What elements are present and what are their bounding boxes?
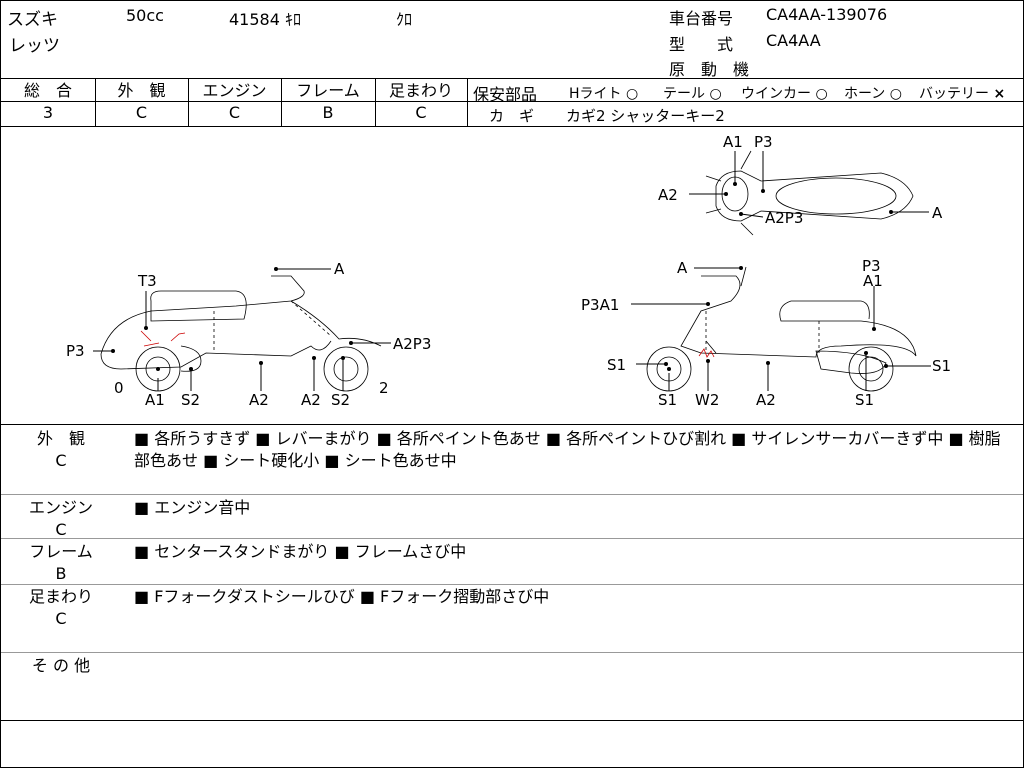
grade-frame-value: B: [322, 103, 334, 122]
diagram-label: P3A1: [581, 296, 619, 314]
scooter-top-view: [705, 150, 914, 236]
mileage: 41584 ｷﾛ: [229, 10, 301, 29]
section-suspension-title: 足まわり: [28, 587, 93, 606]
diagram-label: S1: [855, 391, 874, 409]
diagram-label: S1: [607, 356, 626, 374]
diagram-label: S1: [932, 357, 951, 375]
diagram-label: S1: [658, 391, 677, 409]
section-exterior-grade: C: [55, 451, 67, 470]
damage-diagram: A T3 P3 A2P3 0 A1 S2 A2 A2 S2 2 A1 P3 A2…: [66, 133, 951, 409]
diagram-label: S2: [181, 391, 200, 409]
diagram-label: S2: [331, 391, 350, 409]
scooter-left-side: [100, 275, 382, 392]
diagram-label: P3: [66, 342, 85, 360]
safety-item-tail: テール ○: [663, 86, 722, 102]
section-frame-title: フレーム: [29, 542, 93, 561]
diagram-label: A: [334, 260, 345, 278]
grade-engine-value: C: [228, 103, 241, 122]
grade-engine-label: エンジン: [202, 81, 267, 100]
frame-no: CA4AA-139076: [766, 5, 888, 24]
grade-exterior-value: C: [135, 103, 148, 122]
section-suspension-grade: C: [55, 609, 67, 628]
type-value: CA4AA: [766, 31, 821, 50]
section-engine-title: エンジン: [28, 498, 93, 517]
diagram-label: A: [677, 259, 688, 277]
diagram-label: P3: [862, 257, 881, 275]
section-engine-grade: C: [55, 520, 67, 539]
diagram-label: 0: [114, 379, 124, 397]
diagram-label: A1: [145, 391, 165, 409]
key-label: カ ギ: [489, 107, 535, 125]
section-frame-text: ■ センタースタンドまがり ■ フレームさび中: [134, 542, 467, 561]
diagram-label: A2: [756, 391, 776, 409]
diagram-label: A2: [249, 391, 269, 409]
safety-item-horn: ホーン ○: [844, 86, 902, 102]
color: ｸﾛ: [396, 10, 413, 29]
diagram-label: A: [932, 204, 943, 222]
diagram-label: T3: [137, 272, 157, 290]
scooter-right-side: [646, 266, 917, 392]
grade-frame-label: フレーム: [296, 81, 360, 100]
frame-no-label: 車台番号: [669, 9, 734, 28]
section-engine-text: ■ エンジン音中: [134, 498, 251, 517]
grade-suspension-value: C: [415, 103, 427, 122]
section-frame-grade: B: [55, 564, 67, 583]
section-other-title: そ の 他: [31, 656, 91, 675]
diagram-label: A2P3: [393, 335, 431, 353]
diagram-label: A2P3: [765, 209, 803, 227]
diagram-label: W2: [695, 391, 719, 409]
section-exterior-text: ■ 各所うすきず ■ レバーまがり ■ 各所ペイント色あせ ■ 各所ペイントひび…: [134, 429, 1001, 470]
type-label: 型 式: [669, 35, 734, 54]
maker: スズキ: [7, 10, 58, 30]
grade-exterior-label: 外 観: [117, 81, 166, 100]
section-suspension-text: ■ Fフォークダストシールひび ■ Fフォーク摺動部さび中: [134, 587, 550, 606]
engine-label: 原 動 機: [669, 60, 750, 79]
diagram-label: P3: [754, 133, 773, 151]
safety-item-winker: ウインカー ○: [741, 86, 828, 102]
safety-item-headlight: Hライト ○: [569, 86, 639, 102]
model-name: レッツ: [9, 36, 60, 56]
diagram-label: A1: [723, 133, 743, 151]
safety-label: 保安部品: [473, 85, 538, 104]
key-value: カギ2 シャッターキー2: [566, 107, 725, 125]
safety-item-battery: バッテリー ×: [919, 86, 1006, 102]
grade-suspension-label: 足まわり: [388, 81, 453, 100]
diagram-label: A2: [301, 391, 321, 409]
diagram-label: A2: [658, 186, 678, 204]
grade-overall-label: 総 合: [23, 81, 72, 100]
grade-overall-value: 3: [42, 103, 54, 122]
displacement: 50cc: [126, 6, 164, 25]
section-exterior-title: 外 観: [36, 429, 85, 448]
diagram-label: 2: [379, 379, 389, 397]
diagram-label: A1: [863, 272, 883, 290]
